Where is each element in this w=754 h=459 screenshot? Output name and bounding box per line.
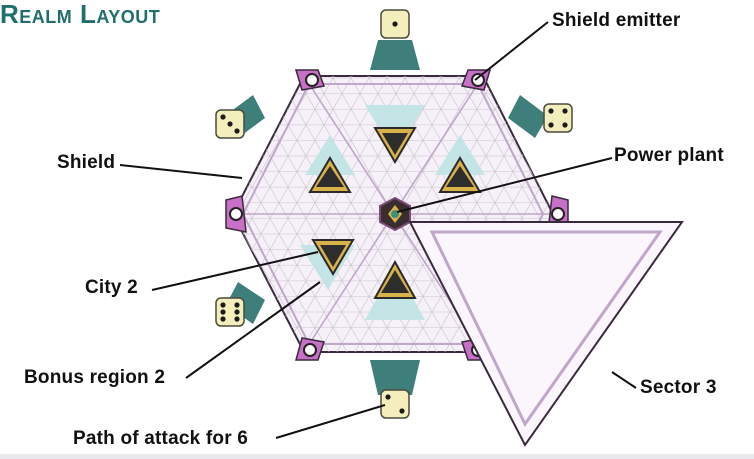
die-5 xyxy=(216,298,244,326)
label-sector-3: Sector 3 xyxy=(640,377,717,399)
label-path-of-attack-6: Path of attack for 6 xyxy=(73,428,248,450)
die-1 xyxy=(381,10,409,38)
shield-emitter-left xyxy=(226,196,246,232)
leader-shield-emitter xyxy=(475,22,548,80)
leader-path-of-attack xyxy=(276,405,385,438)
leader-sector-3 xyxy=(612,372,636,388)
leader-shield xyxy=(120,165,242,178)
die-2 xyxy=(216,110,244,138)
label-shield: Shield xyxy=(57,152,115,174)
label-power-plant: Power plant xyxy=(614,145,724,167)
die-6 xyxy=(381,390,409,418)
die-3 xyxy=(544,104,572,132)
label-city-2: City 2 xyxy=(85,277,138,299)
label-bonus-region-2: Bonus region 2 xyxy=(24,367,165,389)
power-plant xyxy=(380,198,410,230)
bottom-scroll-strip xyxy=(0,454,754,459)
attack-path-upper-right xyxy=(508,95,548,138)
label-shield-emitter: Shield emitter xyxy=(552,10,680,32)
attack-path-top xyxy=(370,40,420,70)
